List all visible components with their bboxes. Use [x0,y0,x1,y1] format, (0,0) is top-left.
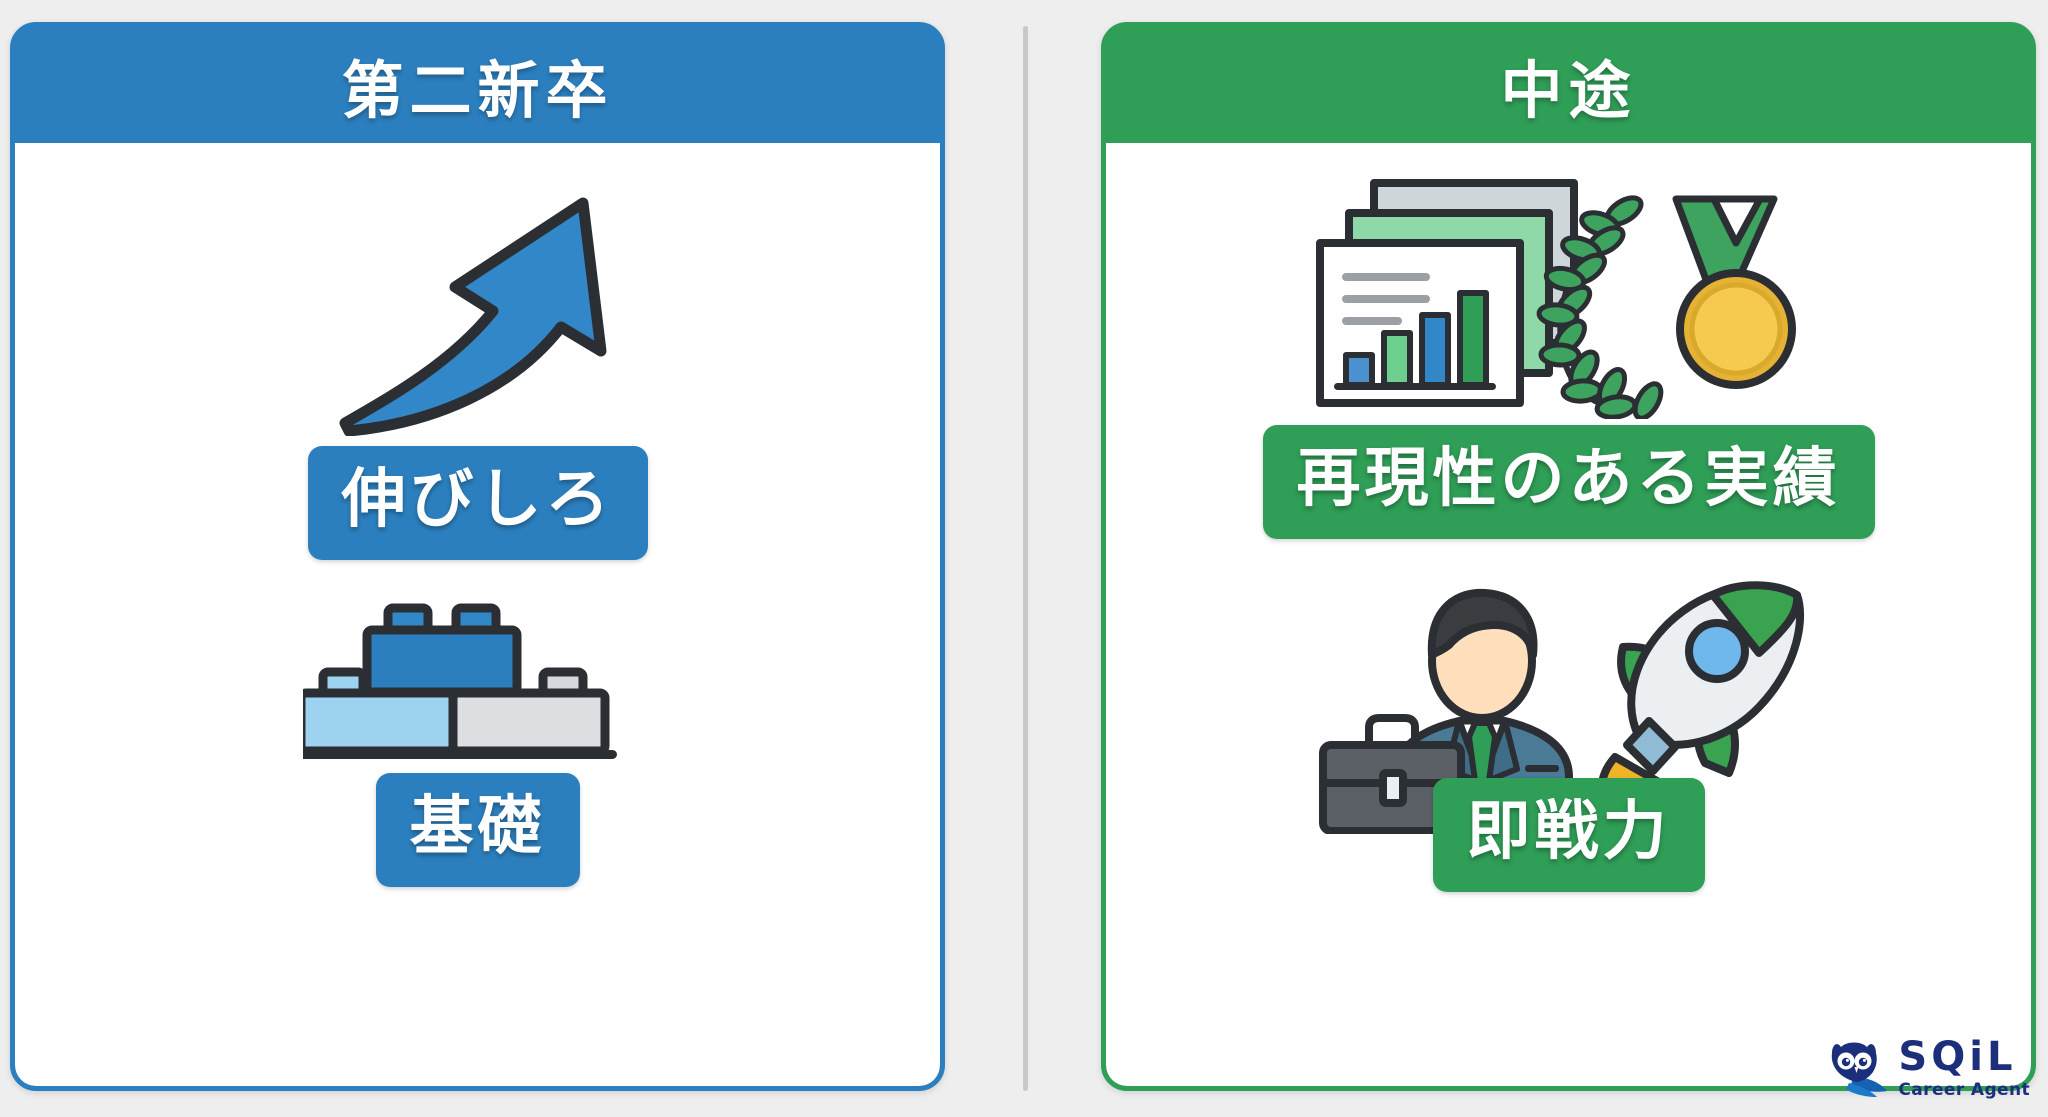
card-chuto[interactable]: 中途 [1101,22,2036,1091]
slot-achievement [1304,169,1834,419]
card-header-chuto: 中途 [1500,54,1637,127]
slot-pill-sokusenryoku: 即戦力 [1432,778,1705,892]
column-divider-wrap [955,0,1095,1117]
slot-pill-kiso: 基礎 [375,773,580,887]
label-nobishiro: 伸びしろ [307,446,648,560]
card-daini-shinsotsu[interactable]: 第二新卒 伸びしろ [10,22,945,1091]
logo-tagline: Career Agent [1898,1080,2030,1100]
logo-name: SQiL [1898,1034,2017,1080]
card-header-daini-shinsotsu: 第二新卒 [341,54,614,127]
card-body-daini-shinsotsu: 伸びしろ [15,143,940,1086]
right-column: 中途 [1095,0,2048,1117]
slot-blocks [302,592,653,767]
left-column: 第二新卒 伸びしろ [0,0,955,1117]
building-blocks-icon [302,603,617,759]
label-kiso: 基礎 [375,773,580,887]
logo-text-group: SQiL Career Agent [1898,1037,2030,1099]
slot-pill-saigensei: 再現性のある実績 [1262,425,1875,539]
label-sokusenryoku: 即戦力 [1432,778,1705,892]
slot-pill-nobishiro: 伸びしろ [307,446,648,560]
slot-growth [333,191,623,436]
owl-icon [1832,1042,1888,1097]
card-body-chuto: 再現性のある実績 [1106,143,2031,1086]
report-chart-and-medal-icon [1315,179,1796,419]
vertical-divider [1022,26,1028,1091]
brand-logo[interactable]: SQiL Career Agent [1827,1037,2030,1099]
label-saigensei-jisseki: 再現性のある実績 [1262,425,1875,539]
upward-growth-arrow-icon [339,197,606,436]
